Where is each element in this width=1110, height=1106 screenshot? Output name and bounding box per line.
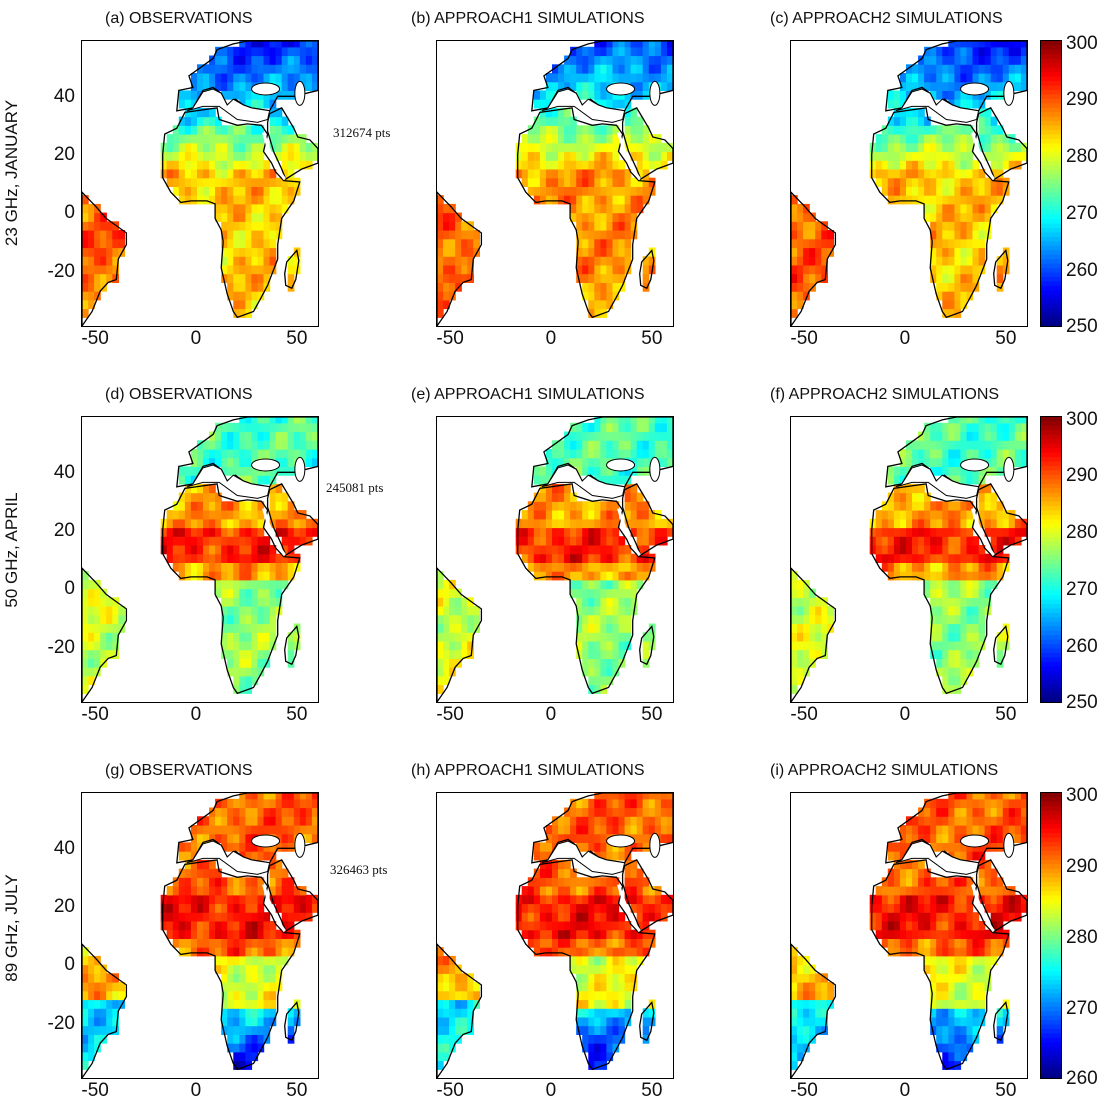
panel-title-a: (a) OBSERVATIONS — [105, 10, 253, 27]
panel-title-i: (i) APPROACH2 SIMULATIONS — [770, 762, 999, 779]
points-count-row2: 245081 pts — [326, 480, 384, 495]
row-label-2: 50 GHz, APRIL — [2, 492, 21, 608]
y-tick-label: 40 — [53, 462, 75, 484]
y-tick-label: -20 — [47, 1012, 75, 1034]
x-tick-label: 50 — [641, 704, 663, 725]
x-tick-label: 50 — [995, 1080, 1017, 1101]
x-tick-label: -50 — [790, 328, 818, 349]
panel-title-g: (g) OBSERVATIONS — [105, 762, 253, 779]
colorbar-tick: 260 — [1066, 636, 1098, 657]
x-tick-label: -50 — [436, 328, 464, 349]
map-panel-g — [81, 792, 319, 1079]
colorbar-tick: 290 — [1066, 465, 1098, 486]
map-panel-d — [81, 416, 319, 703]
x-tick-label: -50 — [790, 704, 818, 725]
x-tick-label: 0 — [899, 704, 911, 725]
x-tick-label: -50 — [436, 1080, 464, 1101]
colorbar-row2 — [1040, 416, 1062, 703]
row-label-1: 23 GHz, JANUARY — [2, 99, 21, 247]
colorbar-tick: 290 — [1066, 89, 1098, 110]
x-tick-label: 0 — [190, 328, 202, 349]
colorbar-tick: 270 — [1066, 203, 1098, 224]
colorbar-tick: 300 — [1066, 785, 1098, 806]
colorbar-tick: 270 — [1066, 998, 1098, 1019]
y-tick-label: 40 — [53, 838, 75, 860]
panel-title-e: (e) APPROACH1 SIMULATIONS — [411, 386, 645, 403]
map-panel-b — [436, 40, 674, 327]
x-tick-label: 0 — [545, 704, 557, 725]
y-tick-label: 40 — [53, 86, 75, 108]
colorbar-row1 — [1040, 40, 1062, 327]
x-tick-label: 50 — [286, 328, 308, 349]
x-tick-label: 50 — [641, 1080, 663, 1101]
y-tick-label: 0 — [64, 202, 75, 224]
colorbar-tick: 280 — [1066, 146, 1098, 167]
map-panel-i — [790, 792, 1028, 1079]
x-tick-label: 50 — [995, 704, 1017, 725]
y-tick-label: 0 — [64, 954, 75, 976]
x-tick-label: -50 — [81, 1080, 109, 1101]
x-tick-label: -50 — [790, 1080, 818, 1101]
x-tick-label: 50 — [286, 704, 308, 725]
colorbar-tick: 260 — [1066, 260, 1098, 281]
colorbar-tick: 260 — [1066, 1068, 1098, 1089]
colorbar-tick: 250 — [1066, 316, 1098, 337]
colorbar-tick: 250 — [1066, 692, 1098, 713]
panel-title-c: (c) APPROACH2 SIMULATIONS — [770, 10, 1003, 27]
x-tick-label: 0 — [899, 328, 911, 349]
x-tick-label: -50 — [436, 704, 464, 725]
y-tick-label: 20 — [53, 896, 75, 918]
x-tick-label: -50 — [81, 328, 109, 349]
colorbar-tick: 280 — [1066, 522, 1098, 543]
x-tick-label: 0 — [545, 1080, 557, 1101]
panel-title-d: (d) OBSERVATIONS — [105, 386, 253, 403]
x-tick-label: 50 — [286, 1080, 308, 1101]
x-tick-label: 0 — [545, 328, 557, 349]
map-panel-e — [436, 416, 674, 703]
x-tick-label: 50 — [641, 328, 663, 349]
colorbar-tick: 300 — [1066, 409, 1098, 430]
map-panel-f — [790, 416, 1028, 703]
y-tick-label: -20 — [47, 636, 75, 658]
points-count-row3: 326463 pts — [330, 862, 388, 877]
panel-title-h: (h) APPROACH1 SIMULATIONS — [411, 762, 645, 779]
row-label-3: 89 GHz, JULY — [2, 874, 21, 982]
colorbar-tick: 280 — [1066, 927, 1098, 948]
map-panel-c — [790, 40, 1028, 327]
y-tick-label: 20 — [53, 520, 75, 542]
panel-title-f: (f) APPROACH2 SIMULATIONS — [770, 386, 1000, 403]
map-panel-a — [81, 40, 319, 327]
map-panel-h — [436, 792, 674, 1079]
colorbar-tick: 270 — [1066, 579, 1098, 600]
colorbar-row3 — [1040, 792, 1062, 1079]
colorbar-tick: 300 — [1066, 33, 1098, 54]
x-tick-label: 0 — [190, 704, 202, 725]
x-tick-label: -50 — [81, 704, 109, 725]
x-tick-label: 0 — [899, 1080, 911, 1101]
points-count-row1: 312674 pts — [333, 125, 391, 140]
y-tick-label: -20 — [47, 260, 75, 282]
x-tick-label: 50 — [995, 328, 1017, 349]
panel-title-b: (b) APPROACH1 SIMULATIONS — [411, 10, 645, 27]
x-tick-label: 0 — [190, 1080, 202, 1101]
y-tick-label: 20 — [53, 144, 75, 166]
y-tick-label: 0 — [64, 578, 75, 600]
colorbar-tick: 290 — [1066, 856, 1098, 877]
